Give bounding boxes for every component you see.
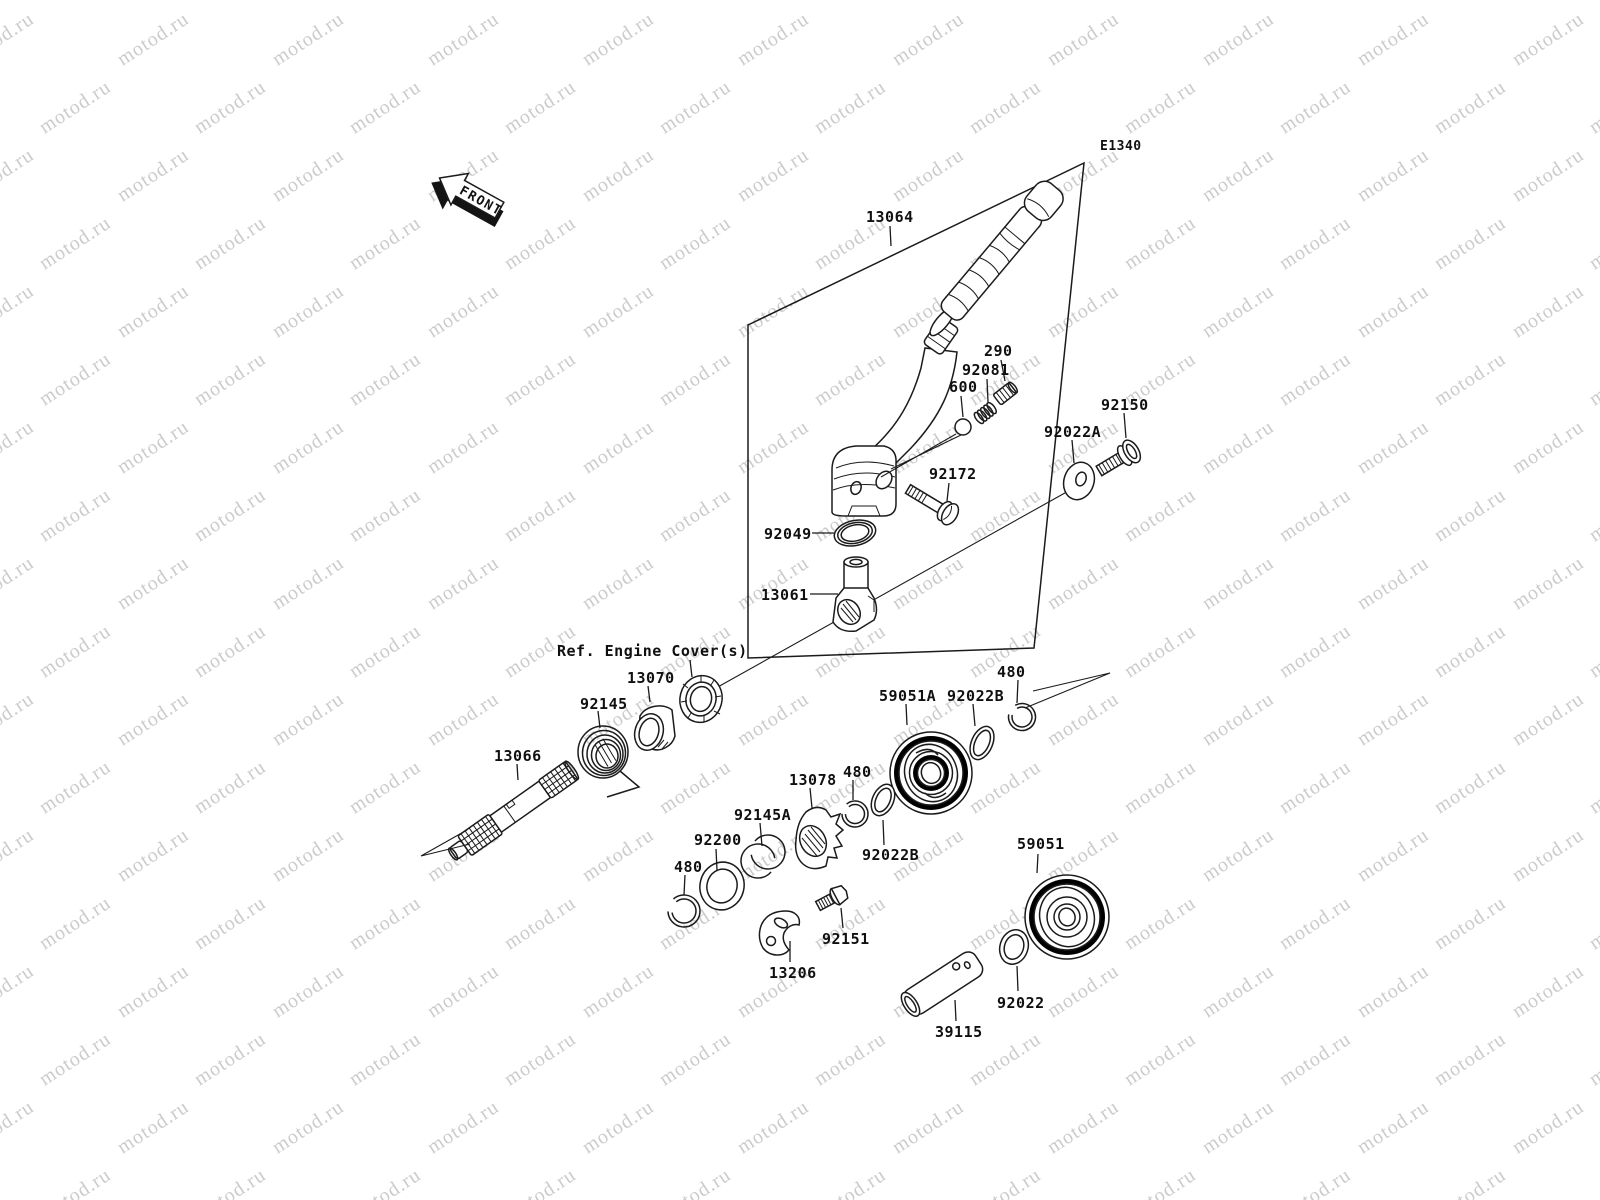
bolt-92150: [1095, 439, 1142, 477]
part-label-92081: 92081: [962, 361, 1010, 379]
circlip-480-top: [1007, 702, 1037, 732]
leader-lines: [516, 225, 1127, 1022]
idle-gear-59051a: [889, 731, 973, 815]
front-arrow: FRONT: [431, 172, 505, 227]
kick-spring-92145: [577, 725, 641, 798]
part-label-13061: 13061: [761, 586, 809, 604]
ring-92022b-upper: [969, 725, 995, 761]
bolt-92172: [904, 483, 960, 526]
axis-pointer-left: [420, 829, 471, 857]
pedal-knurl: [940, 180, 1064, 321]
part-label-59051A: 59051A: [879, 687, 936, 705]
part-label-92145: 92145: [580, 695, 628, 713]
part-label-92151: 92151: [822, 930, 870, 948]
part-label-39115: 39115: [935, 1023, 983, 1041]
spring-92081: [973, 401, 998, 425]
part-label-290: 290: [984, 342, 1013, 360]
part-label-480-lower: 480: [674, 858, 703, 876]
assembly-boundary-box: [747, 161, 1085, 659]
ball-pointer-lines: [880, 433, 962, 478]
part-label-92049: 92049: [764, 525, 812, 543]
spring-leg: [606, 770, 641, 798]
part-label-13206: 13206: [769, 964, 817, 982]
seal-92049: [833, 519, 877, 547]
part-label-13070: 13070: [627, 669, 675, 687]
kick-lever-13064: [831, 180, 1064, 517]
plug-290: [993, 381, 1019, 406]
guide-13206: [758, 910, 801, 956]
axis-pointer-right: [1024, 672, 1111, 709]
ratchet-13078: [794, 806, 845, 870]
part-label-13066: 13066: [494, 747, 542, 765]
part-label-59051: 59051: [1017, 835, 1065, 853]
front-arrow-body: [438, 172, 505, 220]
ring-set-92145a: [740, 834, 786, 879]
part-label-480-mid: 480: [843, 763, 872, 781]
engine-cover-seal: [679, 674, 723, 724]
washer-92200: [699, 861, 745, 911]
part-label-92022A: 92022A: [1044, 423, 1101, 441]
bolt-92151: [814, 884, 849, 912]
diagram-code: E1340: [1100, 139, 1142, 154]
ball-600: [954, 418, 972, 436]
kick-shaft-13066: [447, 760, 580, 861]
collar-39115: [900, 951, 984, 1017]
bushing-13070: [633, 705, 676, 751]
washer-92022a: [1062, 461, 1096, 501]
part-label-600: 600: [949, 378, 978, 396]
assembly-axis-line: [715, 488, 1073, 689]
part-label-92172: 92172: [929, 465, 977, 483]
part-label-13078: 13078: [789, 771, 837, 789]
part-label-92200: 92200: [694, 831, 742, 849]
ref-engine-cover-note: Ref. Engine Cover(s): [557, 642, 748, 660]
part-label-92022B-lower: 92022B: [862, 846, 919, 864]
part-label-92150: 92150: [1101, 396, 1149, 414]
part-label-92145A: 92145A: [734, 806, 791, 824]
circlip-480-mid: [841, 800, 869, 828]
part-label-13064: 13064: [866, 208, 914, 226]
kick-gear-59051: [1024, 874, 1110, 960]
pedal-cap: [1023, 180, 1064, 222]
part-label-92022: 92022: [997, 994, 1045, 1012]
ring-92022b-lower: [870, 783, 896, 817]
holder-13061: [832, 556, 878, 633]
part-label-92022B-upper: 92022B: [947, 687, 1004, 705]
circlip-480-lower: [667, 894, 701, 928]
part-label-480-top: 480: [997, 663, 1026, 681]
kick-lever-boss: [831, 445, 897, 517]
ring-92022: [998, 929, 1030, 965]
